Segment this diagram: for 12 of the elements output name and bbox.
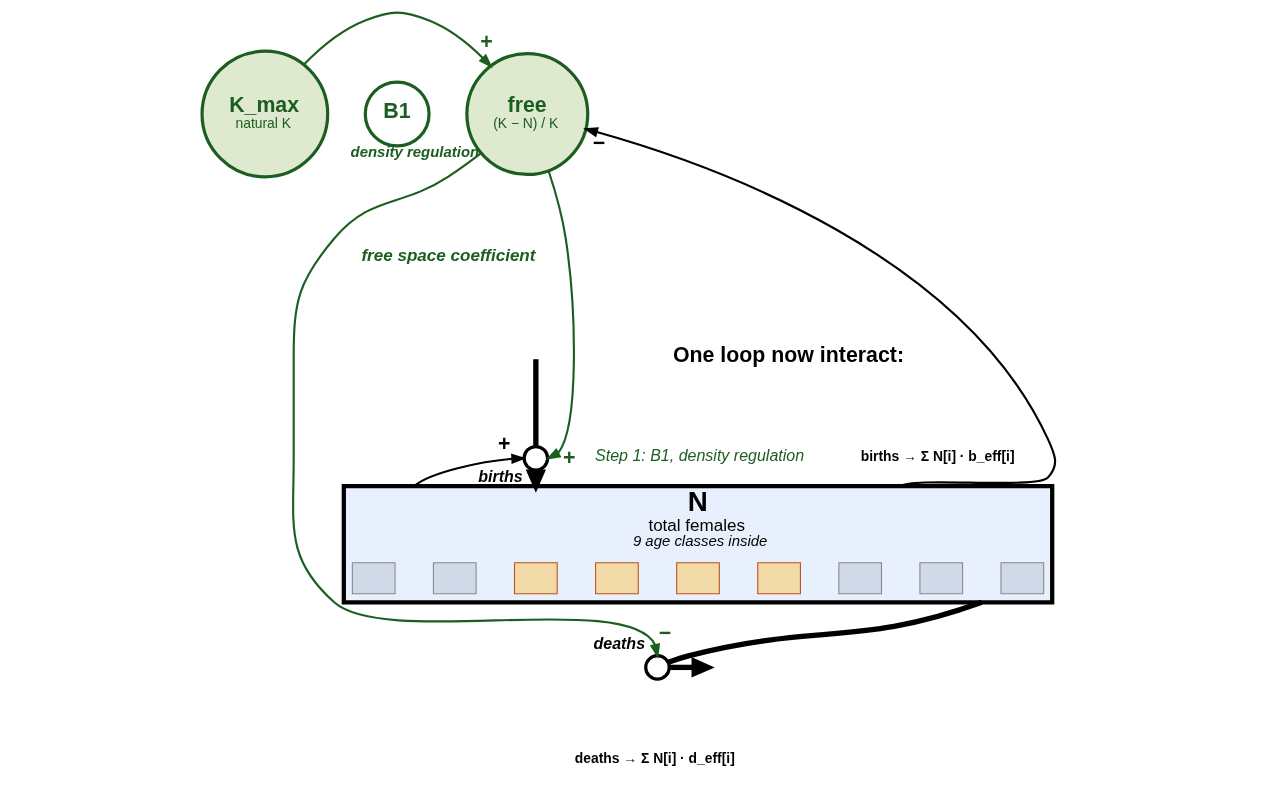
label: One loop now interact: [672, 343, 904, 368]
label: free space coefficient [360, 245, 535, 265]
edge-label: + [479, 30, 493, 55]
edge-label: + [497, 432, 511, 457]
node-label: births [477, 467, 523, 485]
label: births → Σ N[i] · b_eff[i] [860, 447, 1015, 464]
edge-label: + [562, 445, 575, 470]
edge-label: − [658, 621, 671, 646]
label: Step 1: B1, density regulation [594, 446, 804, 464]
node-label: deaths [592, 635, 645, 653]
label: deaths → Σ N[i] · d_eff[i] [574, 749, 735, 766]
edge-label: − [592, 130, 605, 155]
